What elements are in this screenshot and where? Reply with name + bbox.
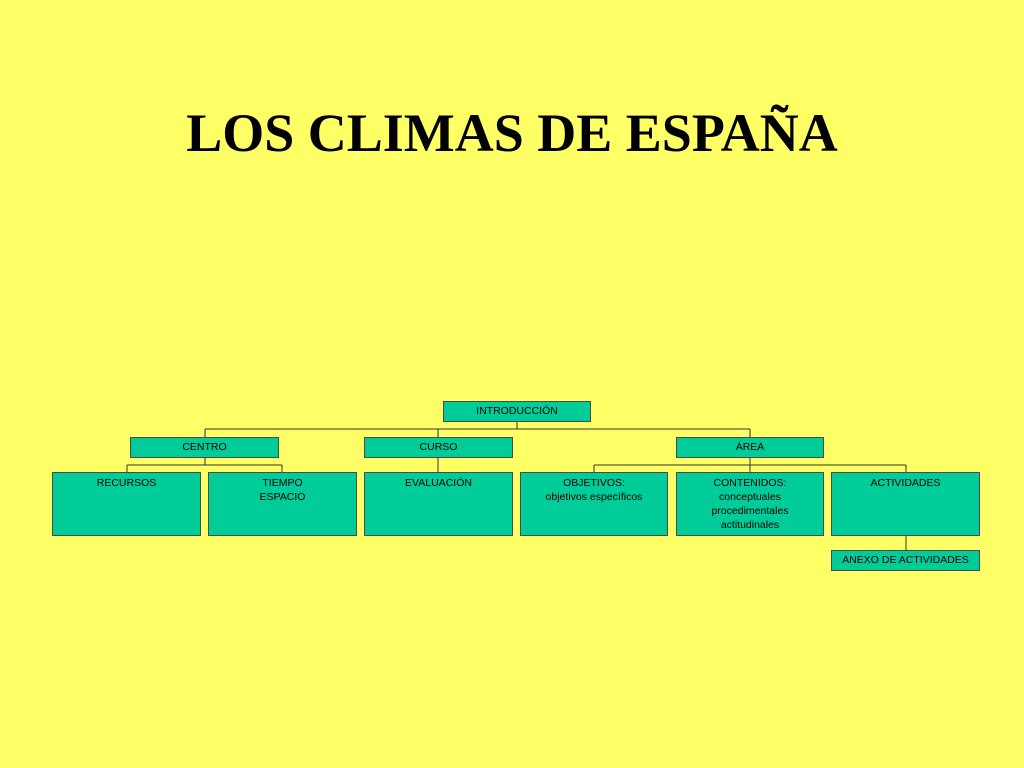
- node-recursos-line-1: RECURSOS: [96, 477, 157, 489]
- node-actividades: ACTIVIDADES: [831, 472, 980, 536]
- node-contenidos-line-2: conceptuales: [719, 491, 781, 503]
- node-actividades-line-1: ACTIVIDADES: [870, 477, 941, 489]
- node-centro: CENTRO: [130, 437, 279, 458]
- node-evaluacion: EVALUACIÓN: [364, 472, 513, 536]
- node-evaluacion-line-1: EVALUACIÓN: [405, 477, 472, 489]
- node-introduccion: INTRODUCCIÓN: [443, 401, 591, 422]
- node-introduccion-label: INTRODUCCIÓN: [476, 405, 558, 417]
- node-contenidos: CONTENIDOS: conceptuales procedimentales…: [676, 472, 824, 536]
- node-objetivos-line-1: OBJETIVOS:: [563, 477, 625, 489]
- node-recursos: RECURSOS: [52, 472, 201, 536]
- slide-title: LOS CLIMAS DE ESPAÑA: [186, 103, 838, 163]
- node-contenidos-line-3: procedimentales: [711, 505, 789, 517]
- node-area: ÁREA: [676, 437, 824, 458]
- node-centro-label: CENTRO: [182, 441, 227, 453]
- node-curso-label: CURSO: [419, 441, 458, 453]
- node-objetivos-line-2: objetivos específicos: [545, 491, 643, 503]
- node-anexo-actividades: ANEXO DE ACTIVIDADES: [831, 550, 980, 571]
- node-tiempo-espacio-line-1: TIEMPO: [262, 477, 303, 489]
- node-tiempo-espacio-line-2: ESPACIO: [259, 491, 306, 503]
- node-contenidos-line-4: actitudinales: [720, 519, 780, 531]
- node-anexo-actividades-label: ANEXO DE ACTIVIDADES: [842, 554, 969, 566]
- node-contenidos-line-1: CONTENIDOS:: [713, 477, 787, 489]
- node-curso: CURSO: [364, 437, 513, 458]
- node-area-label: ÁREA: [735, 441, 765, 453]
- node-tiempo-espacio: TIEMPO ESPACIO: [208, 472, 357, 536]
- node-objetivos: OBJETIVOS: objetivos específicos: [520, 472, 668, 536]
